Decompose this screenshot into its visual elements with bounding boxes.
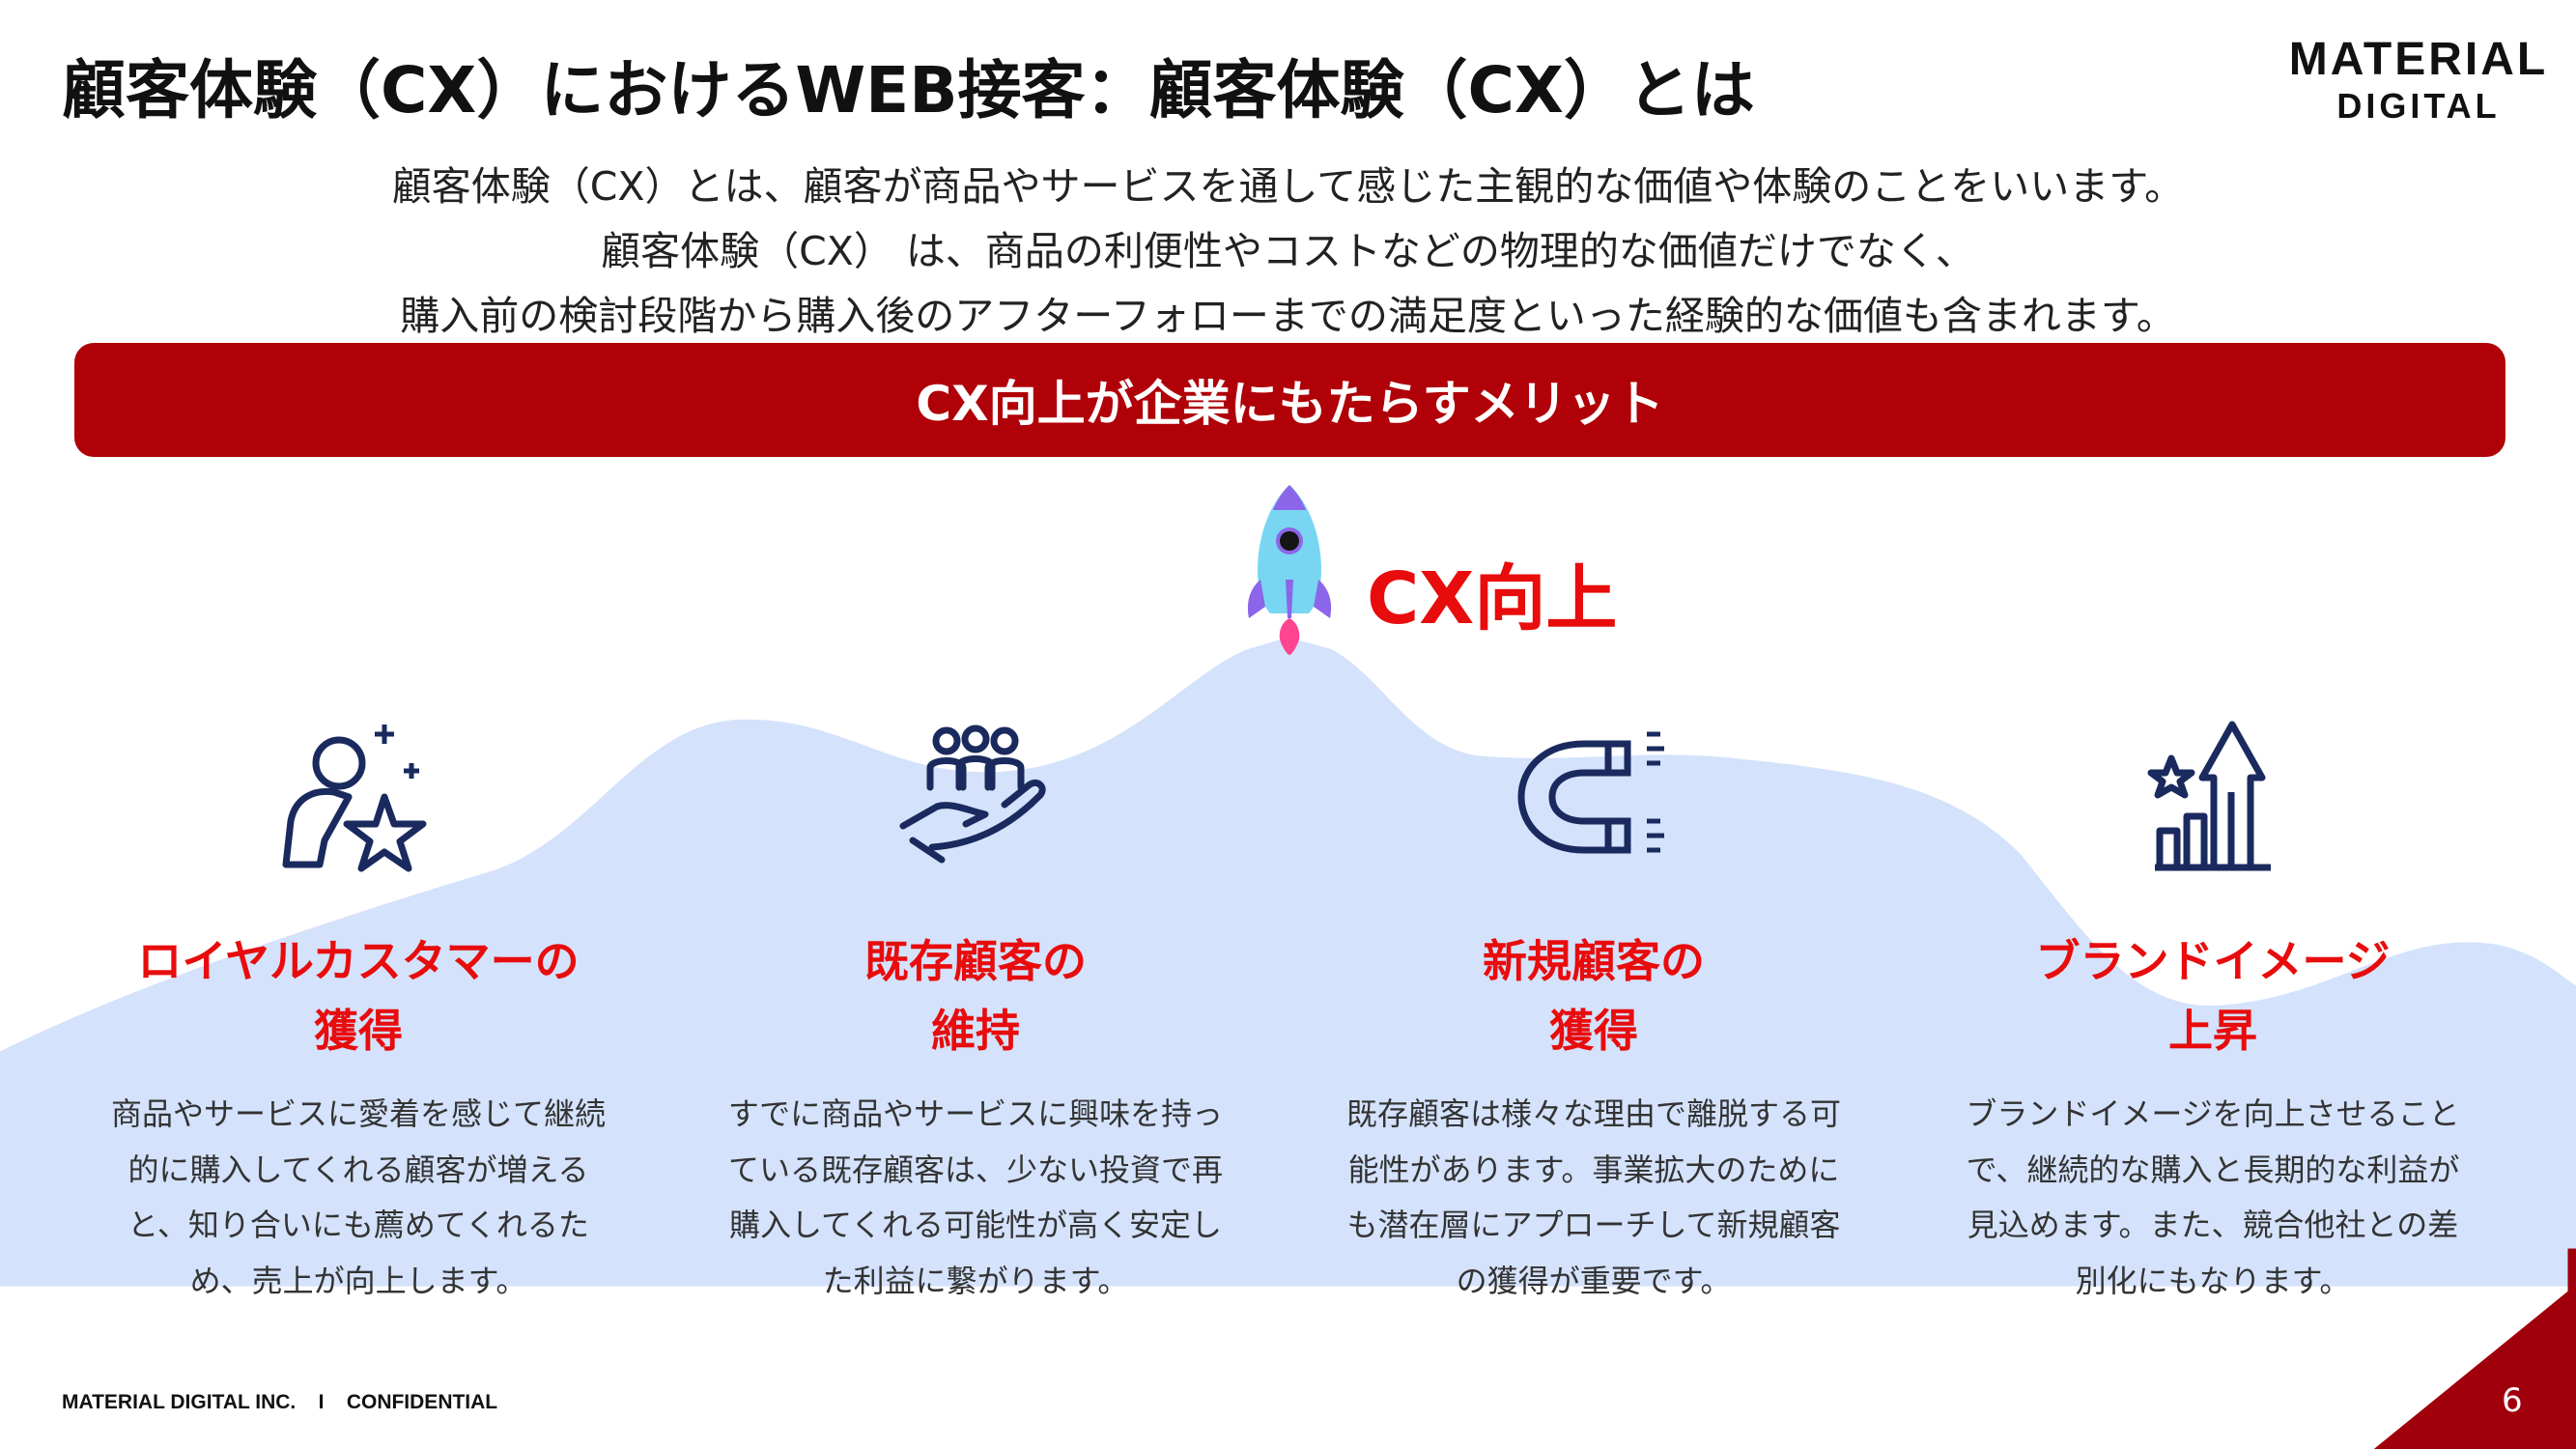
- footer-company: MATERIAL DIGITAL INC.: [62, 1391, 297, 1413]
- benefit-card-brand-image: ブランドイメージ上昇 ブランドイメージを向上させることで、継続的な購入と長期的な…: [1923, 720, 2503, 1309]
- rocket-icon: [1247, 485, 1332, 655]
- loyal-customer-star-icon: [282, 724, 427, 872]
- corner-strip: [2567, 1248, 2576, 1298]
- banner-label: CX向上が企業にもたらすメリット: [916, 376, 1664, 432]
- company-logo: MATERIAL DIGITAL: [2276, 37, 2562, 124]
- intro-line: 顧客体験（CX）とは、顧客が商品やサービスを通して感じた主観的な価値や体験のこと…: [391, 163, 2185, 210]
- benefit-title: 既存顧客の: [864, 935, 1087, 987]
- footer: MATERIAL DIGITAL INC. I CONFIDENTIAL: [62, 1391, 497, 1414]
- benefit-description: 既存顧客は様々な理由で離脱する可能性があります。事業拡大のためにも潜在層にアプロ…: [1345, 1095, 1841, 1299]
- footer-separator: I: [318, 1391, 325, 1413]
- page-number: 6: [2502, 1381, 2523, 1420]
- logo-line2: DIGITAL: [2336, 86, 2501, 126]
- magnet-icon: [1517, 731, 1664, 854]
- benefit-description: ブランドイメージを向上させることで、継続的な購入と長期的な利益が見込めます。また…: [1966, 1095, 2460, 1299]
- footer-confidential: CONFIDENTIAL: [346, 1391, 498, 1413]
- benefit-description: すでに商品やサービスに興味を持っている既存顧客は、少ない投資で再購入してくれる可…: [727, 1095, 1224, 1299]
- benefit-card-retention: 既存顧客の維持 すでに商品やサービスに興味を持っている既存顧客は、少ない投資で再…: [686, 720, 1265, 1309]
- benefit-title: 維持: [931, 1005, 1020, 1057]
- benefit-title: 新規顧客の: [1483, 935, 1705, 987]
- benefit-title: ブランドイメージ: [2035, 935, 2391, 987]
- benefits-banner: CX向上が企業にもたらすメリット: [74, 343, 2505, 457]
- benefit-card-loyal-customer: ロイヤルカスタマーの獲得 商品やサービスに愛着を感じて継続的に購入してくれる顧客…: [69, 720, 648, 1309]
- benefit-title: 獲得: [314, 1005, 403, 1057]
- intro-text: 顧客体験（CX）とは、顧客が商品やサービスを通して感じた主観的な価値や体験のこと…: [0, 155, 2576, 349]
- cx-improvement-label: CX向上: [1367, 557, 1618, 640]
- benefit-title: 上昇: [2168, 1005, 2257, 1057]
- logo-line1: MATERIAL: [2288, 34, 2549, 85]
- benefit-description: 商品やサービスに愛着を感じて継続的に購入してくれる顧客が増えると、知り合いにも薦…: [110, 1095, 606, 1299]
- corner-triangle: [2373, 1284, 2576, 1449]
- intro-line: 顧客体験（CX） は、商品の利便性やコストなどの物理的な価値だけでなく、: [601, 228, 1975, 274]
- page-title: 顧客体験（CX）におけるWEB接客：顧客体験（CX）とは: [62, 53, 1755, 128]
- mountain-shape: [0, 637, 2576, 1287]
- benefit-title: ロイヤルカスタマーの: [137, 935, 580, 987]
- benefit-card-new-customer: 新規顧客の獲得 既存顧客は様々な理由で離脱する可能性があります。事業拡大のために…: [1304, 720, 1883, 1309]
- benefit-title: 獲得: [1549, 1005, 1638, 1057]
- hand-people-icon: [899, 724, 1046, 864]
- intro-line: 購入前の検討段階から購入後のアフターフォローまでの満足度といった経験的な価値も含…: [400, 293, 2176, 339]
- growth-chart-icon: [2147, 721, 2271, 871]
